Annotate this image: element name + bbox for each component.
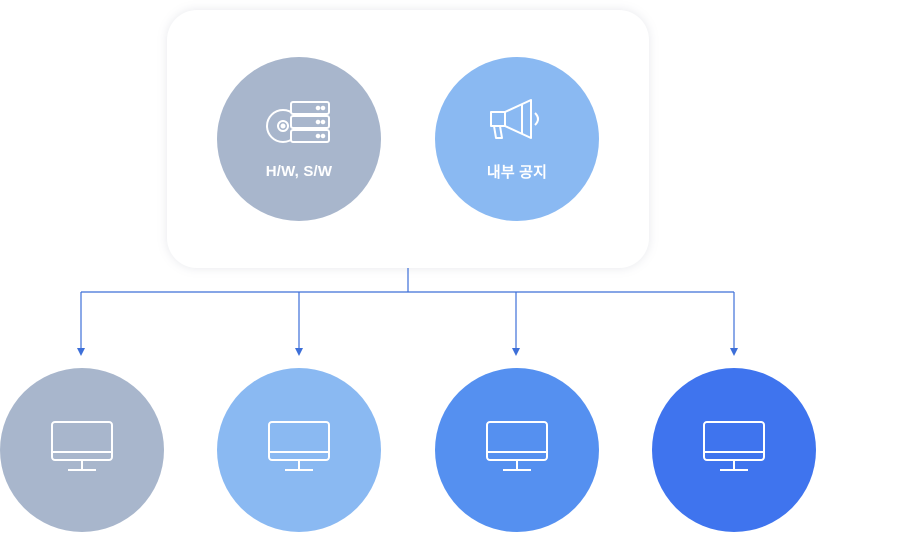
notice-label: 내부 공지 <box>486 164 548 181</box>
client-node-4[interactable] <box>652 368 816 532</box>
monitor-icon <box>50 420 114 481</box>
megaphone-icon <box>485 96 549 151</box>
monitor-icon <box>267 420 331 481</box>
hw-sw-label: H/W, S/W <box>265 163 333 180</box>
notice-node[interactable]: 내부 공지 <box>435 57 599 221</box>
hw-sw-node[interactable]: H/W, S/W <box>217 57 381 221</box>
client-node-1[interactable] <box>0 368 164 532</box>
monitor-icon <box>702 420 766 481</box>
monitor-icon <box>485 420 549 481</box>
client-node-3[interactable] <box>435 368 599 532</box>
client-node-2[interactable] <box>217 368 381 532</box>
server-disc-icon <box>264 98 334 153</box>
